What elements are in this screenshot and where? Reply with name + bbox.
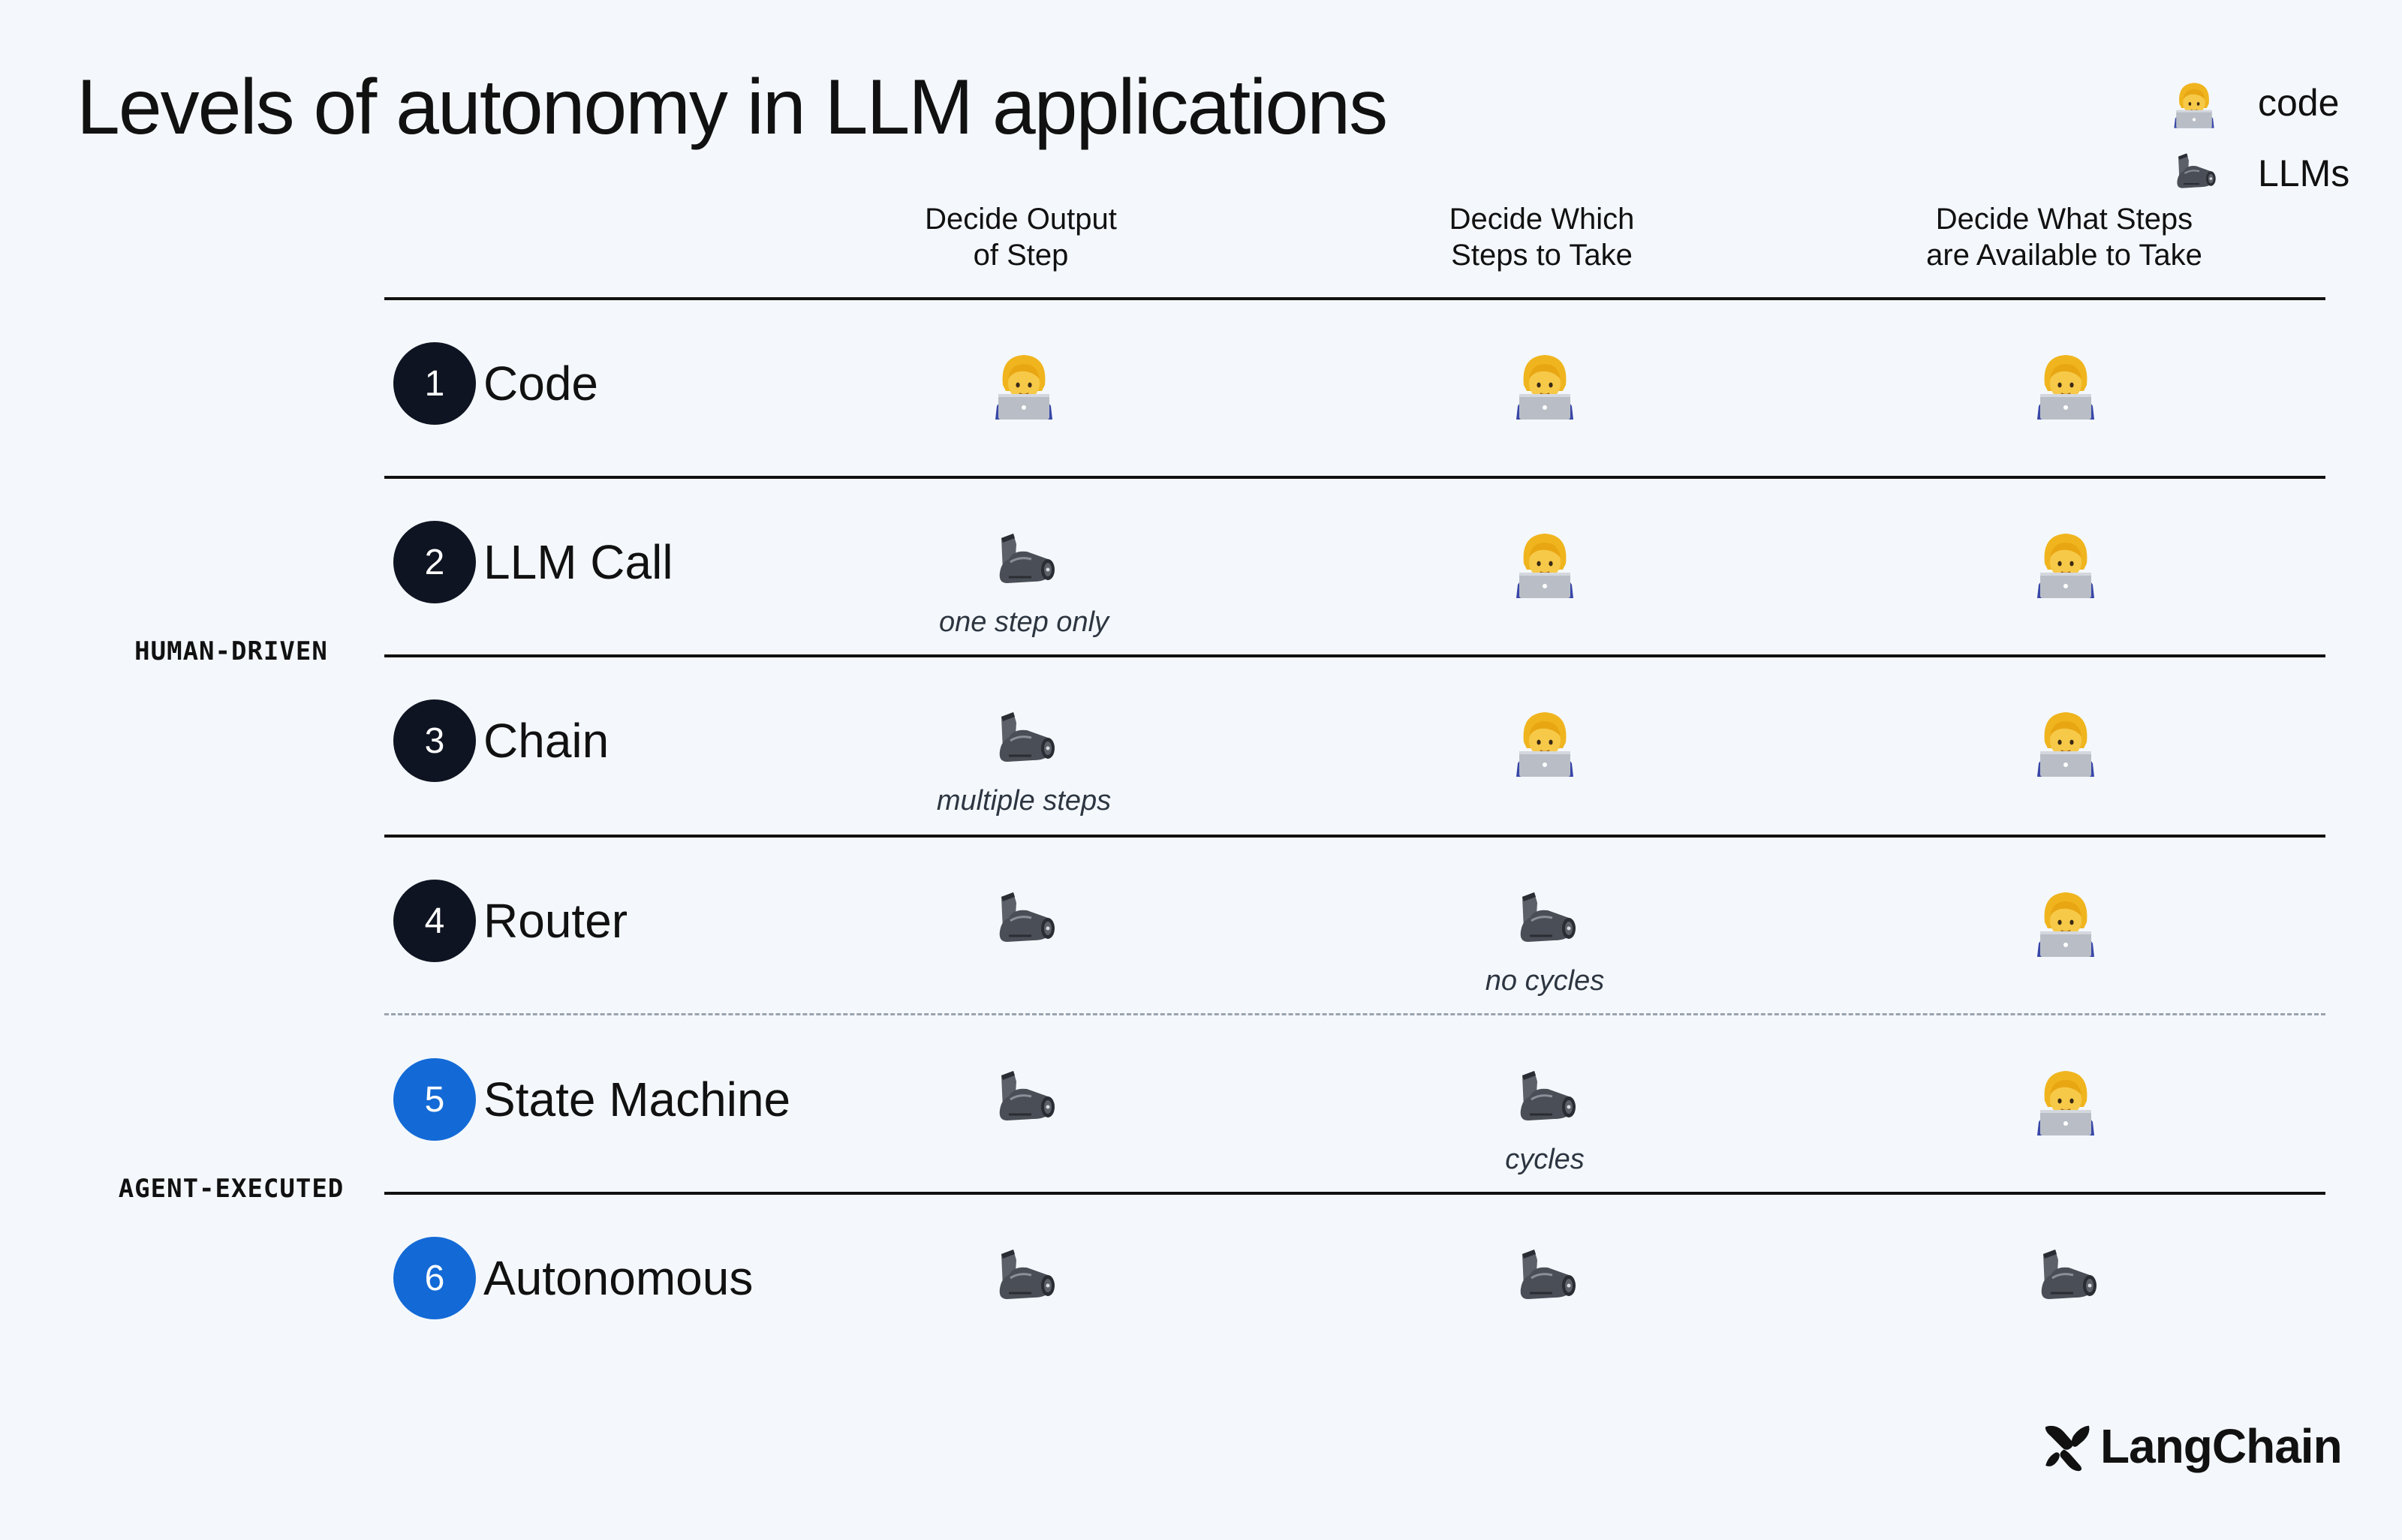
cell-note: no cycles	[1485, 965, 1605, 997]
level-number-badge: 3	[393, 699, 476, 782]
mechanical-arm-icon	[983, 1237, 1065, 1319]
technologist-icon	[2024, 342, 2107, 425]
technologist-icon	[2024, 880, 2107, 962]
level-label: Code	[483, 356, 598, 411]
level-label: LLM Call	[483, 535, 673, 589]
technologist-icon	[1504, 699, 1586, 782]
mechanical-arm-icon	[2024, 1237, 2107, 1319]
level-label: Chain	[483, 714, 610, 768]
cell-note: one step only	[938, 606, 1109, 638]
technologist-icon	[983, 342, 1065, 425]
divider	[384, 297, 2325, 300]
divider	[384, 476, 2325, 479]
column-header-which-steps: Decide Which Steps to Take	[1332, 201, 1752, 273]
langchain-logo-icon	[2045, 1425, 2090, 1472]
legend-label-llms: LLMs	[2258, 152, 2350, 194]
level-number-badge: 5	[393, 1058, 476, 1141]
cell-note: multiple steps	[936, 785, 1112, 817]
column-header-line: of Step	[973, 239, 1069, 272]
langchain-wordmark: LangChain	[2100, 1419, 2343, 1473]
divider	[384, 1192, 2325, 1195]
page-title: Levels of autonomy in LLM applications	[77, 64, 1388, 151]
legend-label-code: code	[2258, 82, 2340, 124]
level-number-badge: 6	[393, 1237, 476, 1319]
column-header-line: Decide Which	[1449, 203, 1635, 236]
column-header-available-steps: Decide What Steps are Available to Take	[1854, 201, 2274, 273]
mechanical-arm-icon	[983, 880, 1065, 962]
mechanical-arm-icon	[1504, 880, 1586, 962]
technologist-icon	[1504, 521, 1586, 603]
level-number-badge: 2	[393, 521, 476, 603]
column-header-output: Decide Output of Step	[811, 201, 1231, 273]
cell-note: cycles	[1505, 1144, 1585, 1175]
level-number-badge: 1	[393, 342, 476, 425]
group-label-human-driven: HUMAN-DRIVEN	[134, 636, 328, 666]
mechanical-arm-icon	[1504, 1058, 1586, 1141]
legend: code LLMs	[2168, 68, 2349, 209]
technologist-icon	[1504, 342, 1586, 425]
column-header-line: Steps to Take	[1451, 239, 1633, 272]
technologist-icon	[2024, 521, 2107, 603]
divider	[384, 654, 2325, 657]
divider	[384, 835, 2325, 838]
level-label: State Machine	[483, 1072, 791, 1126]
legend-item-llms: LLMs	[2168, 138, 2349, 209]
technologist-icon	[2024, 1058, 2107, 1141]
technologist-icon	[2168, 77, 2220, 129]
level-label: Router	[483, 894, 628, 948]
legend-item-code: code	[2168, 68, 2349, 138]
mechanical-arm-icon	[983, 521, 1065, 603]
level-number-badge: 4	[393, 880, 476, 962]
level-label: Autonomous	[483, 1251, 754, 1305]
langchain-logo: LangChain	[2040, 1418, 2343, 1474]
mechanical-arm-icon	[2168, 147, 2220, 200]
mechanical-arm-icon	[983, 1058, 1065, 1141]
column-header-line: are Available to Take	[1926, 239, 2202, 272]
column-header-line: Decide Output	[925, 203, 1117, 236]
column-header-line: Decide What Steps	[1935, 203, 2193, 236]
technologist-icon	[2024, 699, 2107, 782]
mechanical-arm-icon	[983, 699, 1065, 782]
mechanical-arm-icon	[1504, 1237, 1586, 1319]
group-label-agent-executed: AGENT-EXECUTED	[118, 1174, 345, 1204]
dashed-divider	[384, 1013, 2325, 1015]
